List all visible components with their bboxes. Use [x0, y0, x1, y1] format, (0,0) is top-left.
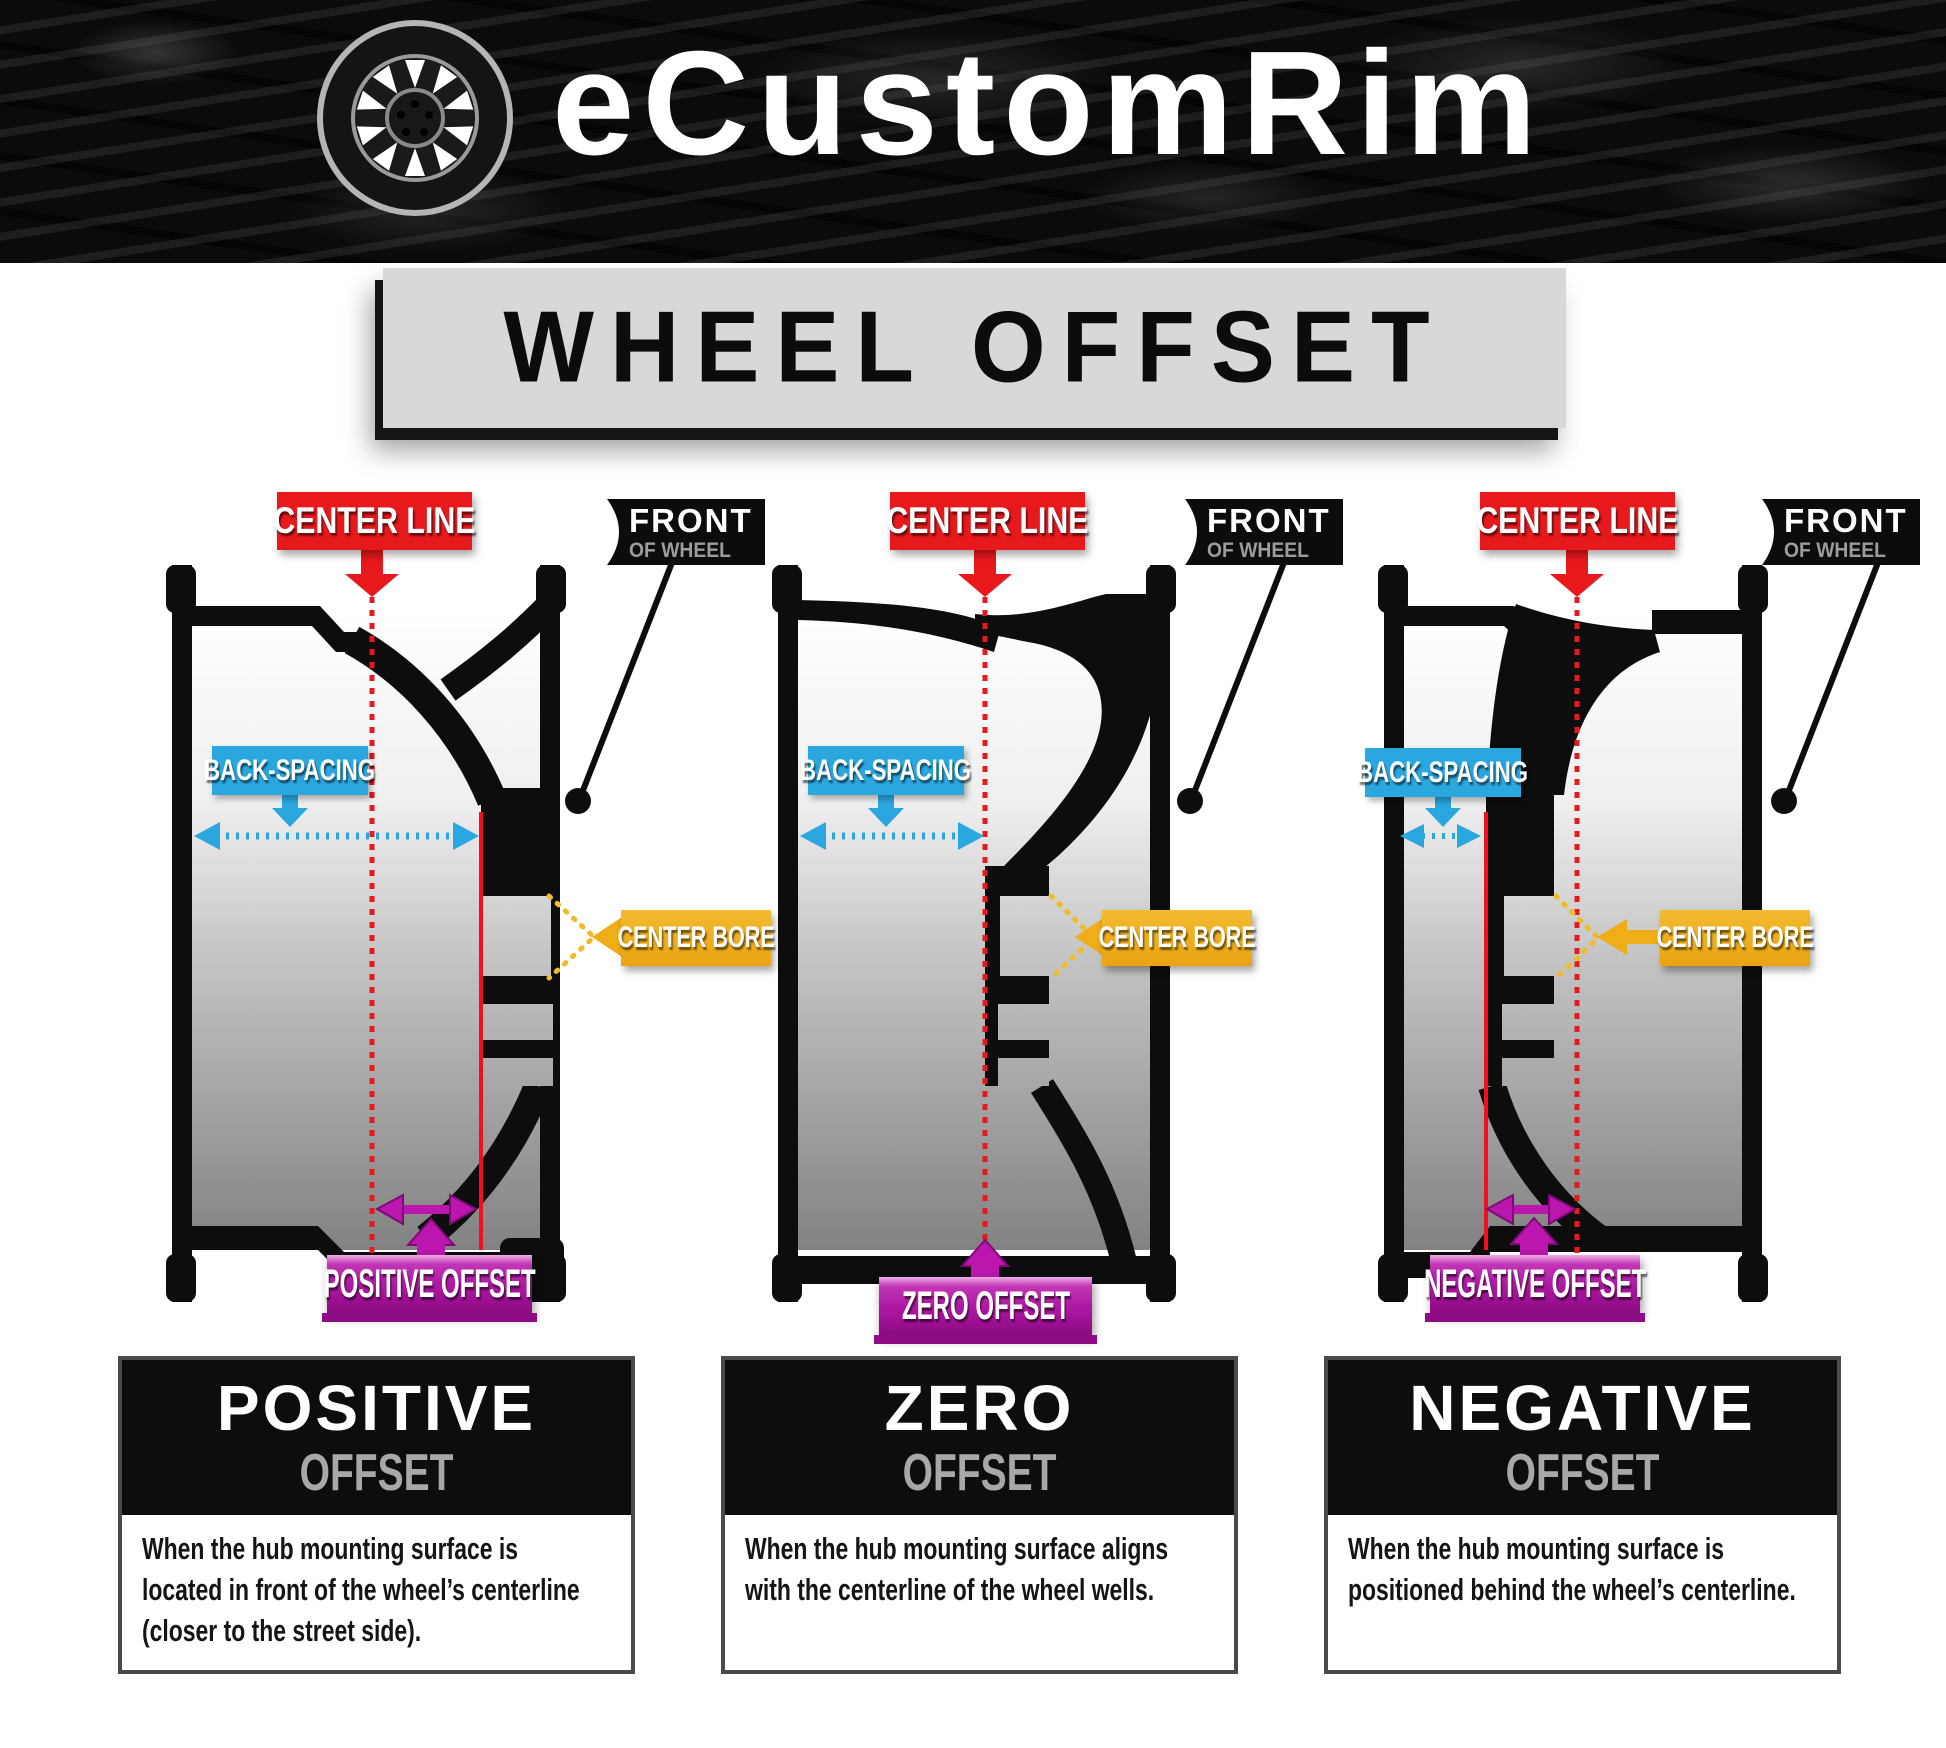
back-spacing-label: BACK-SPACING	[204, 746, 376, 795]
title-banner: WHEEL OFFSET	[383, 268, 1566, 428]
brand-wordmark: eCustomRim	[552, 21, 1545, 186]
card-subtitle: OFFSET	[1505, 1444, 1660, 1502]
center-bore-label: CENTER BORE	[617, 910, 775, 966]
card-description: When the hub mounting surface is positio…	[1348, 1531, 1796, 1607]
center-bore-notches	[481, 896, 553, 1086]
center-bore-notches	[998, 896, 1049, 1086]
center-bore-bracket	[1553, 893, 1602, 981]
offset-arrows	[959, 1238, 1011, 1279]
zero-offset-card: ZERO OFFSET When the hub mounting surfac…	[721, 1356, 1238, 1674]
center-bore-bracket	[546, 893, 598, 981]
center-bore-label: CENTER BORE	[1098, 910, 1256, 966]
offset-arrows	[1484, 1193, 1578, 1257]
front-of-wheel-label: FRONT OF WHEEL	[1748, 499, 1920, 565]
card-title: POSITIVE	[216, 1372, 537, 1444]
center-line-label: CENTER LINE	[273, 492, 476, 550]
front-of-wheel-label: FRONT OF WHEEL	[593, 499, 765, 565]
positive-offset-card: POSITIVE OFFSET When the hub mounting su…	[118, 1356, 635, 1674]
back-spacing-arrow	[868, 792, 904, 827]
card-header: NEGATIVE OFFSET	[1328, 1360, 1837, 1515]
center-line-arrow	[1550, 548, 1604, 597]
front-of-wheel-pointer	[1771, 558, 1882, 814]
back-spacing-label: BACK-SPACING	[800, 746, 972, 795]
center-line-arrow	[958, 548, 1012, 597]
back-spacing-label: BACK-SPACING	[1357, 748, 1529, 797]
wheel-cross-section-positive	[166, 548, 676, 1302]
card-title: NEGATIVE	[1409, 1372, 1756, 1444]
center-bore-label: CENTER BORE	[1656, 910, 1814, 966]
wheel-cross-section-zero	[772, 548, 1288, 1302]
wheel-rim-logo-icon	[317, 20, 513, 216]
card-description: When the hub mounting surface aligns wit…	[745, 1531, 1169, 1607]
offset-arrows	[374, 1193, 479, 1257]
card-subtitle: OFFSET	[299, 1444, 454, 1502]
back-spacing-measure-arrow	[1400, 824, 1481, 848]
page-title: WHEEL OFFSET	[503, 291, 1446, 404]
back-spacing-measure-arrow	[194, 822, 479, 850]
front-of-wheel-pointer	[565, 558, 676, 814]
front-of-wheel-pointer	[1177, 558, 1288, 814]
back-spacing-arrow	[272, 792, 308, 827]
brand-header: eCustomRim	[0, 0, 1946, 263]
negative-offset-label: NEGATIVE OFFSET	[1424, 1255, 1646, 1322]
center-line-arrow	[345, 548, 399, 597]
wheel-diagrams-canvas	[166, 548, 1882, 1302]
front-of-wheel-label: FRONT OF WHEEL	[1171, 499, 1343, 565]
card-header: ZERO OFFSET	[725, 1360, 1234, 1515]
positive-offset-label: POSITIVE OFFSET	[322, 1255, 537, 1322]
center-line-label: CENTER LINE	[886, 492, 1089, 550]
center-bore-notches	[1502, 896, 1554, 1086]
center-bore-bracket	[1048, 893, 1098, 981]
zero-offset-label: ZERO OFFSET	[874, 1277, 1097, 1344]
center-line-label: CENTER LINE	[1476, 492, 1679, 550]
back-spacing-measure-arrow	[800, 822, 984, 850]
card-description: When the hub mounting surface is located…	[142, 1531, 580, 1648]
card-title: ZERO	[884, 1372, 1075, 1444]
card-header: POSITIVE OFFSET	[122, 1360, 631, 1515]
card-subtitle: OFFSET	[902, 1444, 1057, 1502]
negative-offset-card: NEGATIVE OFFSET When the hub mounting su…	[1324, 1356, 1841, 1674]
center-bore-arrow	[1597, 919, 1661, 955]
